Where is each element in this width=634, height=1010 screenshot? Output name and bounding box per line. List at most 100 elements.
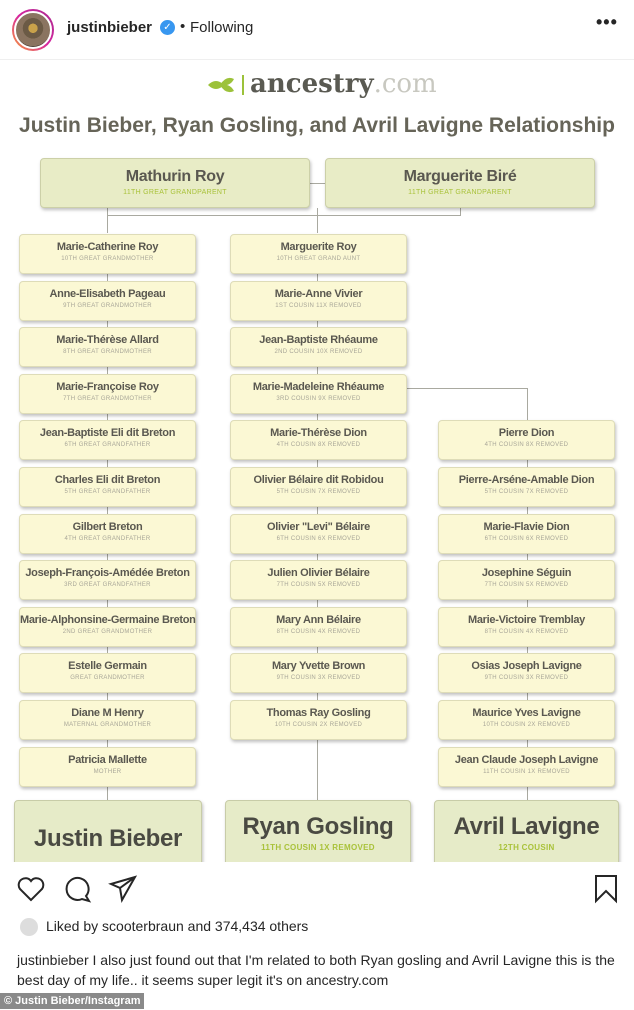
person-box: Mathurin Roy 11th Great Grandparent — [40, 158, 310, 208]
person-relation: 12th Cousin — [498, 843, 555, 852]
avatar[interactable] — [12, 9, 54, 51]
person-box: Justin Bieber — [14, 800, 202, 862]
caption: justinbieber I also just found out that … — [17, 950, 617, 990]
person-name: Marie-Alphonsine-Germaine Breton — [20, 613, 196, 626]
person-name: Maurice Yves Lavigne — [472, 707, 581, 719]
person-name: Gilbert Breton — [72, 520, 143, 533]
following-button[interactable]: Following — [190, 19, 254, 36]
person-box: Marguerite Roy10th Great Grand Aunt — [230, 234, 407, 274]
likes-count-link[interactable]: and 374,434 others — [187, 918, 309, 934]
person-box: Ryan Gosling11th Cousin 1x Removed — [225, 800, 411, 862]
ancestry-leaf-icon — [208, 75, 244, 95]
person-relation: 10th Great Grand Aunt — [276, 256, 361, 262]
person-relation: 6th Great Grandfather — [64, 442, 151, 449]
person-name: Patricia Mallette — [68, 753, 147, 766]
person-box: Jean Claude Joseph Lavigne11th Cousin 1x… — [438, 746, 615, 787]
person-relation: 2nd Cousin 10x Removed — [274, 349, 363, 356]
person-box: Olivier "Levi" Bélaire6th Cousin 6x Remo… — [230, 513, 407, 554]
person-name: Justin Bieber — [33, 825, 183, 852]
person-name: Joseph-François-Amédée Breton — [25, 567, 190, 580]
person-box: Pierre-Arséne-Amable Dion5th Cousin 7x R… — [438, 467, 615, 507]
connector-line — [107, 215, 317, 216]
person-name: Pierre Dion — [498, 427, 555, 440]
person-relation: 5th Cousin 7x Removed — [484, 489, 569, 495]
person-box: Marie-Alphonsine-Germaine Breton 2nd Grea… — [19, 606, 196, 647]
person-box: Mary Yvette Brown 9th Cousin 3x Removed — [230, 653, 407, 694]
person-relation: 5th Cousin 7x Removed — [276, 489, 361, 495]
connector-line — [407, 388, 527, 389]
person-relation: 7th Great Grandmother — [63, 395, 152, 402]
person-name: Diane M Henry — [71, 707, 144, 719]
person-relation: 10th Great Grandmother — [61, 256, 154, 262]
person-box: Julien Olivier Bélaire7th Cousin 5x Remo… — [230, 560, 407, 601]
caption-username-link[interactable]: justinbieber — [17, 952, 89, 968]
post-header: justinbieber ✓ • Following ••• — [0, 0, 634, 60]
person-relation: 11th Great Grandparent — [123, 189, 227, 196]
caption-text: I also just found out that I'm related t… — [17, 952, 615, 988]
person-name: Marie-Thérèse Allard — [56, 334, 159, 347]
chart-title: Justin Bieber, Ryan Gosling, and Avril L… — [19, 114, 615, 137]
connector-line — [310, 183, 325, 184]
person-box: Marie-Flavie Dion 6th Cousin 6x Removed — [438, 513, 615, 554]
person-box: Jean-Baptiste Rhéaume 2nd Cousin 10x Remo… — [230, 327, 407, 368]
person-relation: 10th Cousin 2x Removed — [482, 722, 571, 728]
person-box: Marie-Victoire Tremblay8th Cousin 4x Rem… — [438, 606, 615, 647]
liker-avatar[interactable] — [20, 918, 38, 937]
person-name: Mathurin Roy — [125, 168, 225, 185]
person-box: Pierre Dion4th Cousin 8x Removed — [438, 420, 615, 461]
person-box: Charles Eli dit Breton5th Great Grandfat… — [19, 467, 196, 507]
person-name: Avril Lavigne — [453, 813, 600, 840]
person-name: Jean-Baptiste Eli dit Breton — [39, 427, 176, 440]
person-relation: Great Grandmother — [70, 675, 145, 682]
heart-icon[interactable] — [16, 874, 46, 904]
person-relation: 7th Cousin 5x Removed — [276, 582, 361, 589]
person-relation: 10th Cousin 2x Removed — [274, 722, 363, 728]
comment-icon[interactable] — [62, 874, 92, 904]
person-box: Osias Joseph Lavigne9th Cousin 3x Remove… — [438, 653, 615, 694]
post-image: ancestry.com Justin Bieber, Ryan Gosling… — [0, 61, 634, 862]
person-name: Jean Claude Joseph Lavigne — [454, 753, 599, 766]
person-name: Estelle Germain — [68, 660, 147, 673]
person-box: Thomas Ray Gosling10th Cousin 2x Removed — [230, 700, 407, 740]
bookmark-icon[interactable] — [594, 874, 618, 904]
person-name: Marie-Thérèse Dion — [270, 427, 367, 440]
liker-username-link[interactable]: scooterbraun — [102, 918, 184, 934]
person-box: Marie-Catherine Roy10th Great Grandmothe… — [19, 234, 196, 274]
person-relation: 4th Great Grandfather — [64, 535, 151, 542]
person-relation: 8th Cousin 4x Removed — [276, 628, 361, 635]
person-relation: 6th Cousin 6x Removed — [484, 535, 569, 542]
logo-text: ancestry — [250, 69, 374, 99]
person-relation: 9th Cousin 3x Removed — [276, 675, 361, 682]
person-box: Estelle GermainGreat Grandmother — [19, 653, 196, 694]
person-name: Marie-Françoise Roy — [56, 380, 159, 393]
person-relation: 3rd Cousin 9x Removed — [276, 395, 361, 402]
person-name: Mary Ann Bélaire — [276, 613, 361, 626]
username-link[interactable]: justinbieber — [67, 19, 153, 36]
person-relation: 6th Cousin 6x Removed — [276, 535, 361, 542]
connector-line — [460, 208, 461, 216]
person-box: Marie-Françoise Roy 7th Great Grandmother — [19, 373, 196, 414]
person-relation: 9th Great Grandmother — [63, 302, 152, 309]
ancestry-logo: ancestry.com — [250, 69, 437, 99]
person-name: Olivier Bélaire dit Robidou — [253, 474, 384, 486]
person-name: Mary Yvette Brown — [271, 660, 366, 673]
person-relation: 8th Great Grandmother — [63, 349, 152, 356]
person-box: Josephine Séguin7th Cousin 5x Removed — [438, 560, 615, 601]
person-name: Marie-Anne Vivier — [274, 287, 363, 300]
person-relation: Mother — [93, 768, 122, 775]
person-box: Mary Ann Bélaire 8th Cousin 4x Removed — [230, 606, 407, 647]
connector-line — [317, 208, 318, 233]
share-icon[interactable] — [108, 874, 138, 904]
person-relation: 3rd Great Grandfather — [64, 582, 151, 589]
person-name: Ryan Gosling — [242, 813, 394, 840]
person-relation: 2nd Great Grandmother — [62, 628, 153, 635]
person-name: Josephine Séguin — [481, 567, 572, 580]
person-box: Marie-Thérèse Dion4th Cousin 8x Removed — [230, 420, 407, 461]
person-box: Jean-Baptiste Eli dit Breton 6th Great Gr… — [19, 420, 196, 461]
person-name: Jean-Baptiste Rhéaume — [259, 334, 378, 347]
more-options-icon[interactable]: ••• — [596, 12, 618, 32]
person-box: Marie-Madeleine Rhéaume3rd Cousin 9x Rem… — [230, 373, 407, 414]
separator: • — [180, 18, 186, 35]
person-name: Marie-Flavie Dion — [483, 520, 570, 533]
person-box: Joseph-François-Amédée Breton 3rd Great G… — [19, 560, 196, 601]
